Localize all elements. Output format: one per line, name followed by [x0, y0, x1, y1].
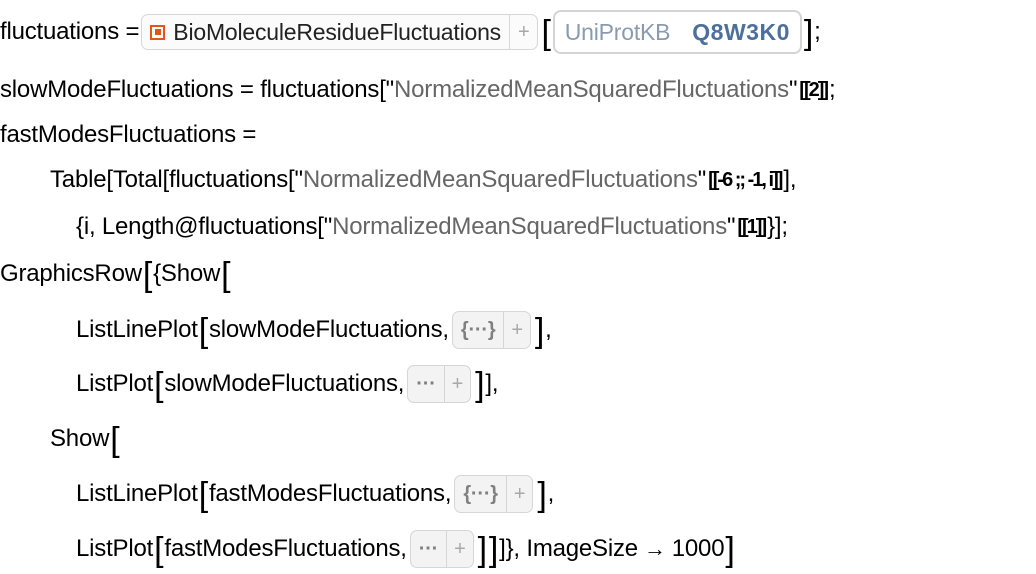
string-literal: NormalizedMeanSquaredFluctuations: [302, 166, 698, 193]
expand-plus-icon[interactable]: +: [443, 366, 470, 402]
code-text: Table[Total[fluctuations[": [50, 166, 303, 193]
code-text: slowModeFluctuations,: [164, 370, 405, 397]
code-text: GraphicsRow: [0, 260, 142, 287]
code-line-6: GraphicsRow [ {Show [: [0, 254, 231, 294]
part-spec: [[2]]: [799, 78, 829, 101]
open-bracket: [: [142, 256, 153, 294]
close-bracket: ]: [475, 366, 485, 404]
open-bracket: [: [154, 366, 164, 404]
code-text: ]}, ImageSize: [499, 535, 638, 562]
close-bracket: ]: [488, 531, 499, 569]
code-text: ],: [485, 370, 499, 397]
close-bracket: ]: [725, 531, 735, 569]
code-line-3: fastModesFluctuations =: [0, 115, 256, 155]
open-bracket: [: [221, 256, 231, 294]
expand-plus-icon[interactable]: +: [505, 476, 532, 512]
code-text: fastModesFluctuations,: [208, 480, 452, 507]
elided-options-button[interactable]: ··· +: [409, 530, 474, 568]
code-line-8: ListPlot [ slowModeFluctuations, ··· + ]…: [76, 364, 499, 404]
expand-plus-icon[interactable]: +: [503, 312, 529, 348]
code-text: ": [697, 166, 707, 193]
close-bracket: ]: [477, 531, 487, 569]
code-text: slowModeFluctuations,: [208, 316, 449, 343]
code-line-1: fluctuations = BioMoleculeResidueFluctua…: [0, 10, 821, 54]
code-text: {Show: [153, 260, 221, 287]
elided-options-button[interactable]: {···} +: [454, 475, 534, 513]
uniprot-db-label: UniProtKB: [564, 18, 671, 45]
code-line-9: Show [: [50, 419, 121, 459]
entity-icon: [150, 24, 166, 40]
elided-options-button[interactable]: {···} +: [451, 311, 531, 349]
code-text: ;: [829, 76, 836, 103]
code-line-4: Table[Total[fluctuations[" NormalizedMea…: [50, 160, 797, 200]
open-bracket: [: [198, 312, 208, 350]
code-text: ListPlot: [76, 535, 154, 562]
expand-plus-icon[interactable]: +: [446, 531, 472, 567]
expand-plus-icon[interactable]: +: [508, 15, 537, 49]
part-spec: [[1]]: [737, 215, 767, 238]
open-bracket: [: [110, 421, 120, 459]
code-line-10: ListLinePlot [ fastModesFluctuations, {·…: [76, 474, 554, 514]
close-bracket: ]: [534, 312, 545, 350]
code-line-5: {i, Length@fluctuations[" NormalizedMean…: [76, 207, 788, 247]
rule-arrow-icon: →: [643, 536, 666, 561]
code-text: fluctuations =: [0, 18, 140, 45]
code-text: Show: [50, 425, 110, 452]
uniprot-entity-box[interactable]: UniProtKB Q8W3K0: [552, 10, 802, 54]
elided-options-button[interactable]: ··· +: [407, 365, 472, 403]
code-text: ],: [783, 166, 797, 193]
code-text: slowModeFluctuations = fluctuations[": [0, 76, 394, 103]
uniprot-id: Q8W3K0: [692, 18, 790, 45]
entity-box[interactable]: BioMoleculeResidueFluctuations +: [141, 14, 539, 50]
string-literal: NormalizedMeanSquaredFluctuations: [332, 213, 728, 240]
close-bracket: ]: [803, 14, 814, 52]
entity-label: BioMoleculeResidueFluctuations: [173, 18, 501, 45]
code-text: fastModesFluctuations =: [0, 121, 257, 148]
code-text: }];: [767, 213, 788, 240]
code-text: fastModesFluctuations,: [164, 535, 407, 562]
string-literal: NormalizedMeanSquaredFluctuations: [394, 76, 789, 103]
code-text: {i, Length@fluctuations[": [76, 213, 333, 240]
elided-content: {···}: [463, 482, 498, 505]
code-line-7: ListLinePlot [ slowModeFluctuations, {··…: [76, 310, 552, 350]
open-bracket: [: [154, 531, 164, 569]
code-text: ": [788, 76, 798, 103]
code-line-11: ListPlot [ fastModesFluctuations, ··· + …: [76, 529, 736, 569]
code-text: 1000: [671, 535, 725, 562]
code-text: ,: [545, 316, 552, 343]
elided-content: ···: [418, 537, 439, 560]
code-line-2: slowModeFluctuations = fluctuations[" No…: [0, 70, 836, 110]
code-text: ;: [814, 18, 821, 45]
open-bracket: [: [541, 14, 551, 52]
close-bracket: ]: [537, 476, 547, 514]
code-text: ListLinePlot: [76, 316, 198, 343]
elided-content: {···}: [460, 318, 496, 341]
code-text: ListPlot: [76, 370, 154, 397]
elided-content: ···: [416, 372, 436, 395]
code-text: ListLinePlot: [76, 480, 198, 507]
code-text: ": [727, 213, 736, 240]
part-spec: [[-6 ;; -1, i]]: [708, 168, 783, 191]
open-bracket: [: [198, 476, 208, 514]
code-text: ,: [547, 480, 555, 507]
